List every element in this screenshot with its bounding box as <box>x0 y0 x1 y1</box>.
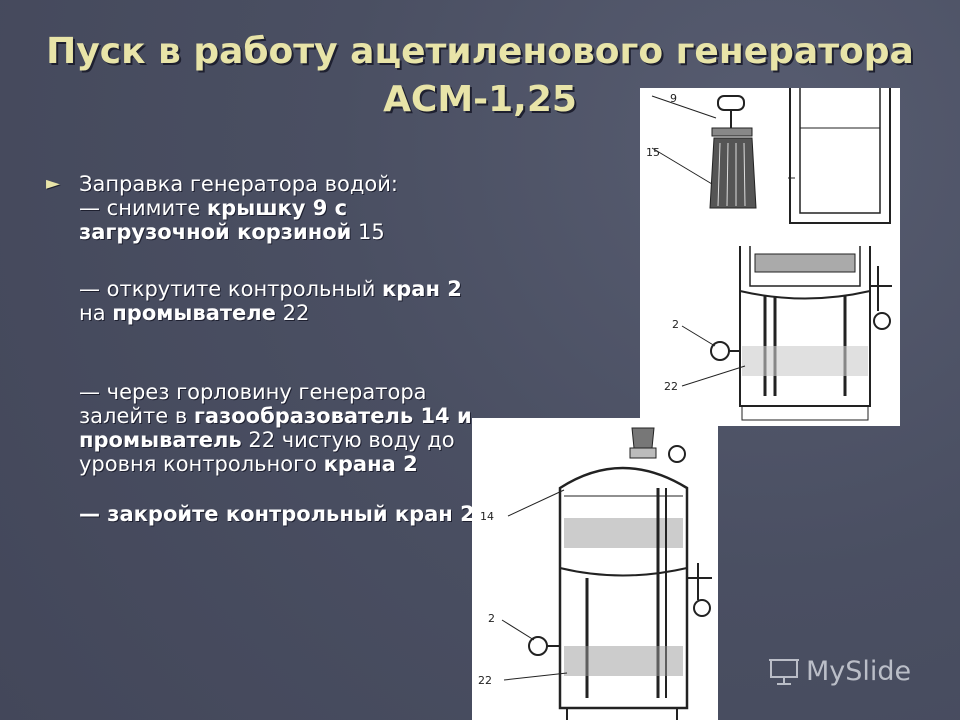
paragraph-2: — открутите контрольный кран 2 на промыв… <box>79 277 476 325</box>
watermark: MySlide <box>768 656 911 687</box>
fig-mid-label-1: 2 <box>672 318 679 331</box>
title-line-1: Пуск в работу ацетиленового генератора <box>46 31 914 72</box>
paragraph-4: — закройте контрольный кран 2 <box>79 502 476 526</box>
slide-title: Пуск в работу ацетиленового генератора А… <box>0 28 960 124</box>
p3-text-d: крана 2 <box>323 452 418 476</box>
figure-generator-drawing: 14 2 22 <box>478 427 712 720</box>
p3-text-b: газообразователь 14 и промыватель <box>79 404 472 452</box>
paragraph-1: — снимите крышку 9 с загрузочной корзино… <box>79 196 476 244</box>
p3-text-c: 22 чистую воду до уровня контрольного <box>79 428 455 476</box>
p2-text-e: 22 <box>275 301 310 325</box>
figure-washer: 2 22 <box>640 246 900 426</box>
figure-lid-basket-drawing: 9 15 <box>646 88 891 224</box>
title-line-2: АСМ-1,25 <box>383 79 577 120</box>
p1-text-b: крышку 9 с загрузочной корзиной <box>79 196 352 244</box>
p1-text-a: — снимите <box>79 196 207 220</box>
paragraph-3: — через горловину генератора залейте в г… <box>79 380 476 476</box>
p2-text-a: — открутите контрольный <box>79 277 383 301</box>
p2-text-b: кран 2 <box>382 277 462 301</box>
bullet-heading: Заправка генератора водой: <box>79 172 398 196</box>
p4-text: — закройте контрольный кран 2 <box>79 502 475 526</box>
fig-mid-label-2: 22 <box>664 380 678 393</box>
fig-top-label-1: 9 <box>670 92 677 105</box>
fig-bottom-label-1: 14 <box>480 510 494 523</box>
fig-bottom-label-3: 22 <box>478 674 492 687</box>
figure-washer-drawing: 2 22 <box>664 246 892 421</box>
figure-lid-basket: 9 15 <box>640 88 900 246</box>
p2-text-c: на <box>79 301 113 325</box>
figure-generator: 14 2 22 <box>472 418 718 720</box>
p3-text-a: — через горловину генератора залейте в <box>79 380 427 428</box>
presentation-icon <box>769 658 799 685</box>
bullet-arrow-icon: ► <box>46 173 60 194</box>
slide-content: ► Заправка генератора водой: — снимите к… <box>46 172 476 526</box>
p1-text-c: 15 <box>351 220 385 244</box>
fig-bottom-label-2: 2 <box>488 612 495 625</box>
bullet-item: ► Заправка генератора водой: — снимите к… <box>46 172 476 526</box>
fig-top-label-2: 15 <box>646 146 660 159</box>
p2-text-d: промывателе <box>112 301 276 325</box>
watermark-text: MySlide <box>806 656 912 687</box>
